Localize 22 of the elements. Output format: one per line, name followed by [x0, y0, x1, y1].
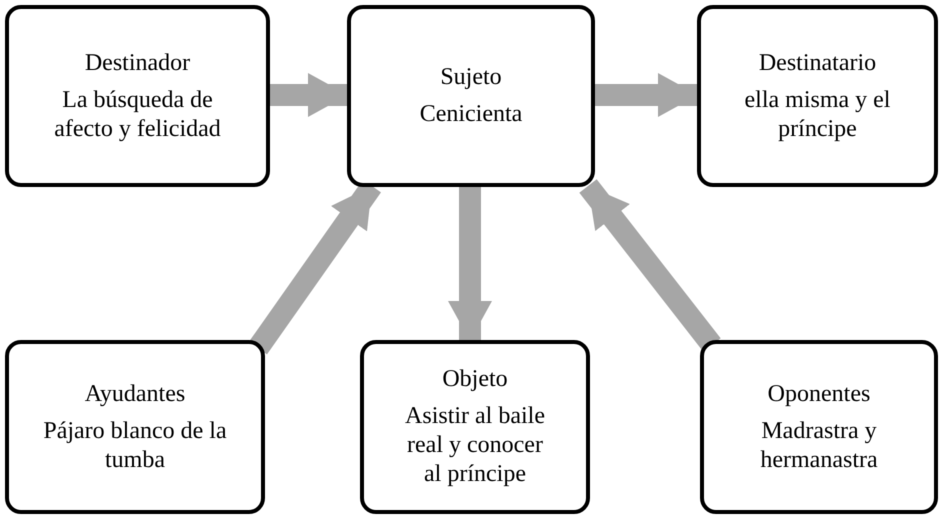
- rounded-box: [5, 340, 265, 514]
- role-description: La búsqueda de afecto y felicidad: [53, 86, 222, 144]
- role-title: Destinador: [84, 48, 190, 78]
- role-description: Cenicienta: [420, 100, 522, 129]
- rounded-box: [700, 340, 938, 514]
- role-description: ella misma y el príncipe: [744, 86, 892, 144]
- role-title: Ayudantes: [84, 380, 186, 408]
- block-arrow: [595, 73, 698, 117]
- rounded-box: [347, 5, 595, 187]
- role-title: Destinatario: [758, 48, 876, 78]
- role-description: Asistir al baile real y conocer al príncipe: [404, 402, 546, 489]
- block-arrow: [448, 187, 492, 341]
- role-title: Oponentes: [768, 380, 870, 408]
- role-title: Objeto: [442, 365, 508, 394]
- rounded-box: [360, 340, 590, 514]
- role-description: Pájaro blanco de la tumba: [43, 416, 227, 474]
- block-arrow: [579, 179, 721, 352]
- rounded-box: [697, 5, 938, 187]
- role-title: Sujeto: [440, 63, 502, 92]
- rounded-box: [5, 5, 270, 187]
- role-description: Madrastra y hermanastra: [759, 416, 879, 474]
- block-arrow: [270, 73, 348, 117]
